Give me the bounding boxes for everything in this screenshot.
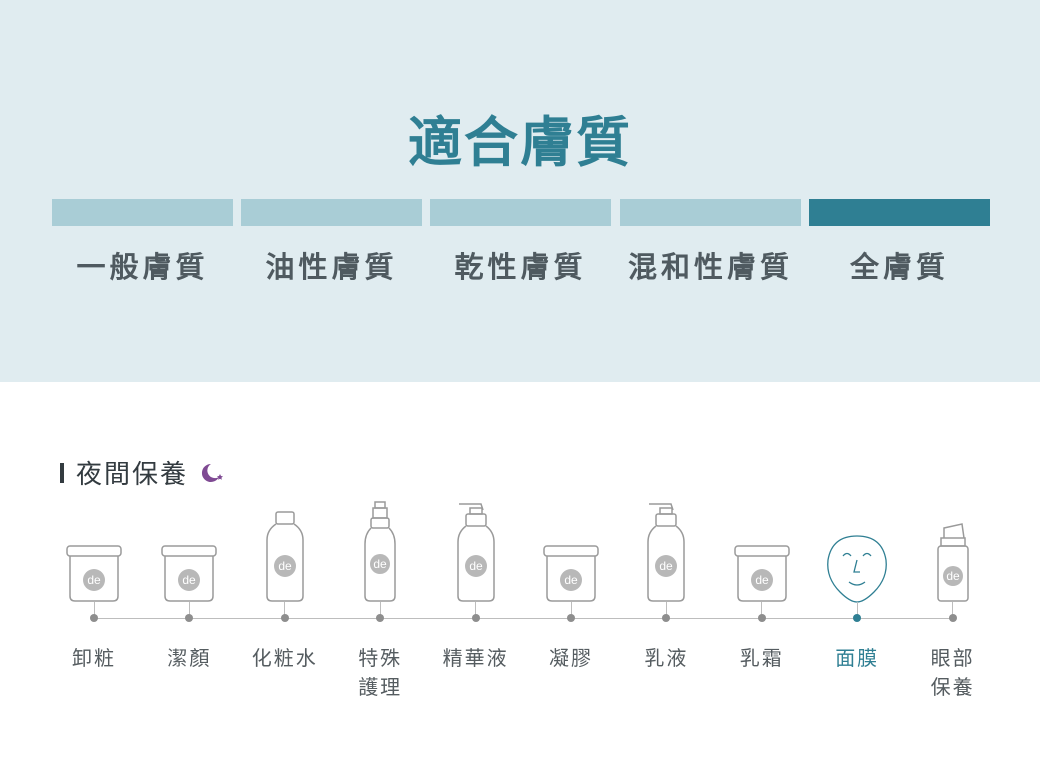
routine-step-label: 乳液 <box>644 646 689 670</box>
routine-timeline <box>93 618 953 619</box>
bottle-icon: de <box>266 511 304 602</box>
airless-pump-icon: de <box>936 523 969 602</box>
skin-type-bar-combination <box>620 199 801 226</box>
skin-type-label-all: 全膚質 <box>849 250 949 284</box>
suitable-skin-title: 適合膚質 <box>408 111 632 174</box>
routine-step-label: 乳霜 <box>739 646 784 670</box>
timeline-stem <box>761 602 763 616</box>
timeline-dot <box>948 614 957 622</box>
jar-icon: de <box>543 545 599 602</box>
timeline-stem <box>379 602 381 616</box>
pump-bottle-icon: de <box>364 501 396 602</box>
timeline-dot <box>757 614 766 622</box>
routine-step-label: 面膜 <box>835 646 880 670</box>
routine-step-label: 凝膠 <box>549 646 593 670</box>
brand-badge-text: de <box>278 559 292 573</box>
brand-badge-text: de <box>374 557 388 571</box>
heading-marker <box>60 462 64 483</box>
skin-type-label-dry: 乾性膚質 <box>454 250 587 284</box>
skin-type-label-combination: 混和性膚質 <box>627 250 793 284</box>
routine-step-label: 特殊護理 <box>358 646 403 699</box>
routine-step-label: 眼部保養 <box>930 646 975 699</box>
brand-badge-text: de <box>183 573 197 587</box>
timeline-stem <box>856 602 858 616</box>
timeline-dot <box>853 614 862 622</box>
skin-type-bar-normal <box>52 199 233 226</box>
skin-type-label-normal: 一般膚質 <box>76 250 209 284</box>
skin-type-bar-all <box>809 199 990 226</box>
brand-badge-text: de <box>564 573 578 587</box>
routine-step-label: 化粧水 <box>251 646 318 670</box>
brand-badge-text: de <box>469 559 483 573</box>
skin-type-bar-dry <box>430 199 611 226</box>
jar-icon: de <box>734 545 790 602</box>
timeline-stem <box>952 602 954 616</box>
routine-step-label: 潔顏 <box>167 646 212 670</box>
timeline-dot <box>376 614 385 622</box>
timeline-dot <box>280 614 289 622</box>
timeline-dot <box>185 614 194 622</box>
timeline-dot <box>90 614 98 622</box>
routine-step-label: 精華液 <box>442 646 509 670</box>
timeline-stem <box>188 602 190 616</box>
routine-step-label: 卸粧 <box>72 646 116 670</box>
timeline-stem <box>93 602 95 616</box>
night-care-title: 夜間保養 <box>76 460 189 490</box>
timeline-stem <box>665 602 667 616</box>
jar-icon: de <box>66 545 122 602</box>
brand-badge-text: de <box>755 573 769 587</box>
timeline-dot <box>662 614 671 622</box>
skin-type-label-oily: 油性膚質 <box>265 250 398 284</box>
suitable-skin-section: 適合膚質 一般膚質 油性膚質 乾性膚質 混和性膚質 全膚質 <box>0 0 1040 382</box>
brand-badge-text: de <box>87 573 101 587</box>
pump-bottle-large-icon: de <box>456 503 495 602</box>
timeline-dot <box>471 614 480 622</box>
timeline-stem <box>284 602 286 616</box>
pump-bottle-large-icon: de <box>647 503 686 602</box>
brand-badge-text: de <box>946 569 960 583</box>
night-care-heading: 夜間保養 <box>60 454 224 491</box>
crescent-moon-icon <box>201 463 224 482</box>
timeline-dot <box>567 614 575 622</box>
skin-type-bar-oily <box>241 199 422 226</box>
brand-badge-text: de <box>660 559 674 573</box>
jar-icon: de <box>161 545 218 602</box>
timeline-stem <box>475 602 477 616</box>
timeline-stem <box>570 602 572 616</box>
face-mask-icon <box>827 535 888 603</box>
